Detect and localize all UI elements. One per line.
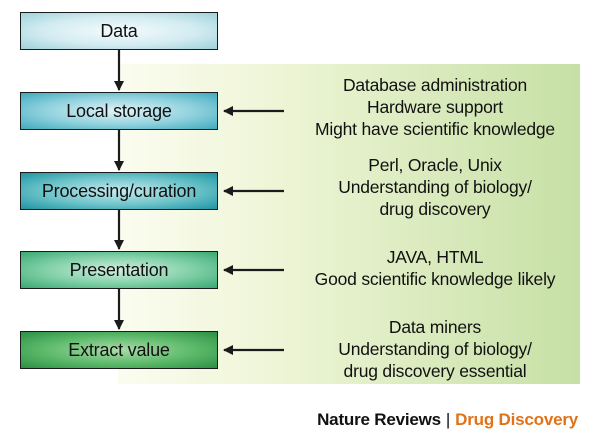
- description-extract-value: Data miners Understanding of biology/ dr…: [290, 316, 580, 382]
- description-line: Database administration: [342, 75, 528, 95]
- box-local-storage: Local storage: [20, 92, 218, 130]
- description-processing: Perl, Oracle, Unix Understanding of biol…: [290, 154, 580, 220]
- box-extract-value: Extract value: [20, 331, 218, 369]
- description-line: Might have scientific knowledge: [315, 119, 555, 139]
- journal-credit: Nature Reviews|Drug Discovery: [317, 410, 578, 430]
- journal-name: Drug Discovery: [455, 410, 578, 429]
- description-line: Understanding of biology/: [338, 339, 532, 359]
- description-presentation: JAVA, HTML Good scientific knowledge lik…: [290, 246, 580, 290]
- description-local-storage: Database administration Hardware support…: [290, 74, 580, 140]
- description-line: Good scientific knowledge likely: [314, 269, 556, 289]
- description-line: drug discovery essential: [343, 361, 527, 381]
- description-line: Data miners: [388, 317, 482, 337]
- description-line: JAVA, HTML: [386, 247, 484, 267]
- box-data: Data: [20, 12, 218, 50]
- description-line: Perl, Oracle, Unix: [368, 155, 502, 175]
- box-processing-curation: Processing/curation: [20, 172, 218, 210]
- publisher-name: Nature Reviews: [317, 410, 441, 429]
- description-line: Hardware support: [367, 97, 503, 117]
- box-presentation: Presentation: [20, 251, 218, 289]
- description-line: Understanding of biology/: [338, 177, 532, 197]
- credit-separator: |: [445, 410, 451, 429]
- description-line: drug discovery: [379, 199, 491, 219]
